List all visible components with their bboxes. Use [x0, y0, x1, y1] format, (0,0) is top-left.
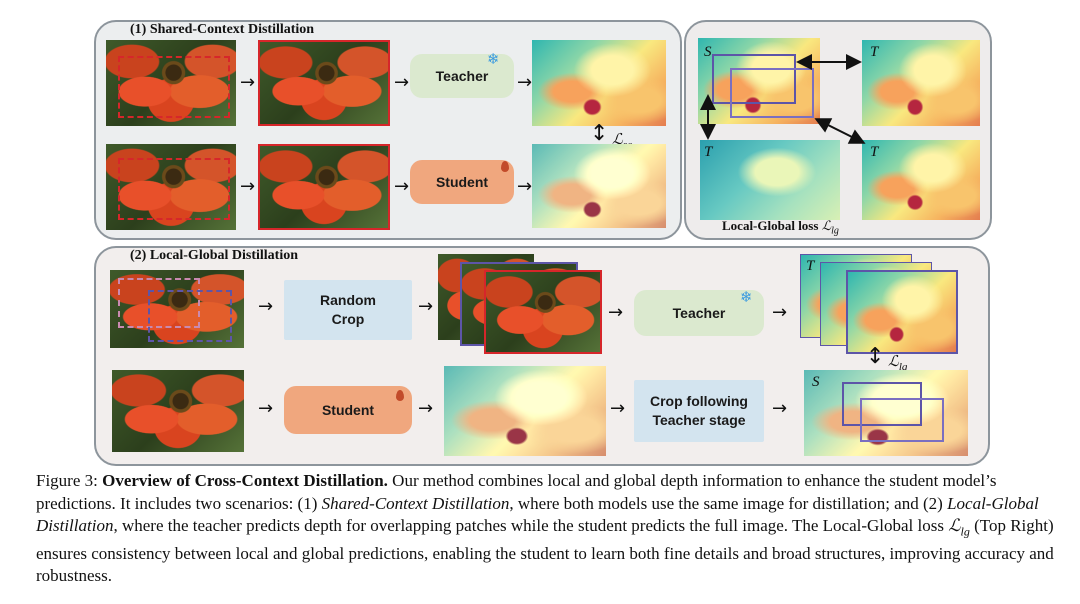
- patch-box: [712, 54, 796, 104]
- input-image-top: [106, 40, 236, 126]
- arrow-right: →: [517, 176, 533, 197]
- arrow-right: →: [394, 72, 410, 93]
- flame-icon: [396, 390, 404, 401]
- input-image-lg-bottom: [112, 370, 244, 452]
- caption-text: , where the teacher predicts depth for o…: [113, 516, 949, 535]
- vertical-double-arrow: ↕: [590, 121, 609, 146]
- dashed-patch: [148, 290, 232, 342]
- patch-box: [730, 68, 814, 118]
- cropped-image-top: [258, 40, 390, 126]
- student-box: Student: [410, 160, 514, 204]
- student-full-depth: [698, 38, 820, 124]
- dashed-crop-region: [118, 56, 230, 118]
- arrow-right: →: [394, 176, 410, 197]
- student-s-label: S: [812, 374, 820, 390]
- arrow-right: →: [258, 398, 274, 419]
- teacher-depth-stack-front: [846, 270, 958, 354]
- teacher-patch-right: [862, 140, 980, 220]
- caption-loss-symbol: ℒlg: [948, 516, 970, 539]
- teacher-box-lg: Teacher: [634, 290, 764, 336]
- arrow-right: →: [240, 176, 256, 197]
- arrow-right: →: [772, 302, 788, 323]
- figure-label: Figure 3:: [36, 471, 103, 490]
- caption-title: Overview of Cross-Context Distillation.: [102, 471, 388, 490]
- caption-italic: Local-Global Distillation: [36, 493, 1039, 536]
- teacher-patch-left: [700, 140, 840, 220]
- dashed-crop-region: [118, 158, 230, 220]
- arrow-right: →: [610, 398, 626, 419]
- caption-text: , where both models use the same image f…: [509, 493, 948, 513]
- caption-italic: Shared-Context Distillation: [321, 493, 510, 513]
- dashed-patch: [118, 278, 200, 328]
- student-box-lg: Student: [284, 386, 412, 434]
- local-global-title: (2) Local-Global Distillation: [130, 248, 298, 263]
- student-depth-map: [532, 144, 666, 228]
- student-depth-lg: [444, 366, 606, 456]
- snowflake-icon: ❄: [740, 288, 753, 306]
- student-s-label: S: [704, 44, 712, 60]
- teacher-box: Teacher: [410, 54, 514, 98]
- local-global-loss-label: Local-Global loss ℒlg: [722, 218, 839, 237]
- caption-text: Our method combines local and global dep…: [36, 471, 997, 513]
- patch-box: [860, 398, 944, 442]
- cropped-image-bottom: [258, 144, 390, 230]
- figure-caption: Figure 3: Overview of Cross-Context Dist…: [36, 470, 1056, 588]
- flame-icon: [501, 161, 509, 172]
- arrow-right: →: [608, 302, 624, 323]
- snowflake-icon: ❄: [487, 50, 500, 68]
- arrow-right: →: [418, 398, 434, 419]
- arrow-right: →: [418, 296, 434, 317]
- arrow-right: →: [772, 398, 788, 419]
- arrow-right: →: [240, 72, 256, 93]
- teacher-t-label: T: [870, 144, 879, 160]
- patch-box: [842, 382, 922, 426]
- teacher-patch-top: [862, 40, 980, 126]
- arrow-right: →: [258, 296, 274, 317]
- vertical-double-arrow: ↕: [866, 344, 885, 369]
- arrow-s-to-t-right: [814, 118, 866, 144]
- loss-lg-label: ℒlg: [888, 354, 908, 373]
- teacher-depth-map: [532, 40, 666, 126]
- crop-stack-front: [484, 270, 602, 354]
- teacher-t-label: T: [704, 144, 713, 160]
- shared-context-title: (1) Shared-Context Distillation: [130, 22, 315, 37]
- caption-text: (Top Right) ensures consistency between …: [36, 516, 1054, 586]
- teacher-t-label: T: [870, 44, 879, 60]
- arrow-right: →: [517, 72, 533, 93]
- input-image-lg-top: [110, 270, 244, 348]
- teacher-t-label: T: [806, 258, 815, 274]
